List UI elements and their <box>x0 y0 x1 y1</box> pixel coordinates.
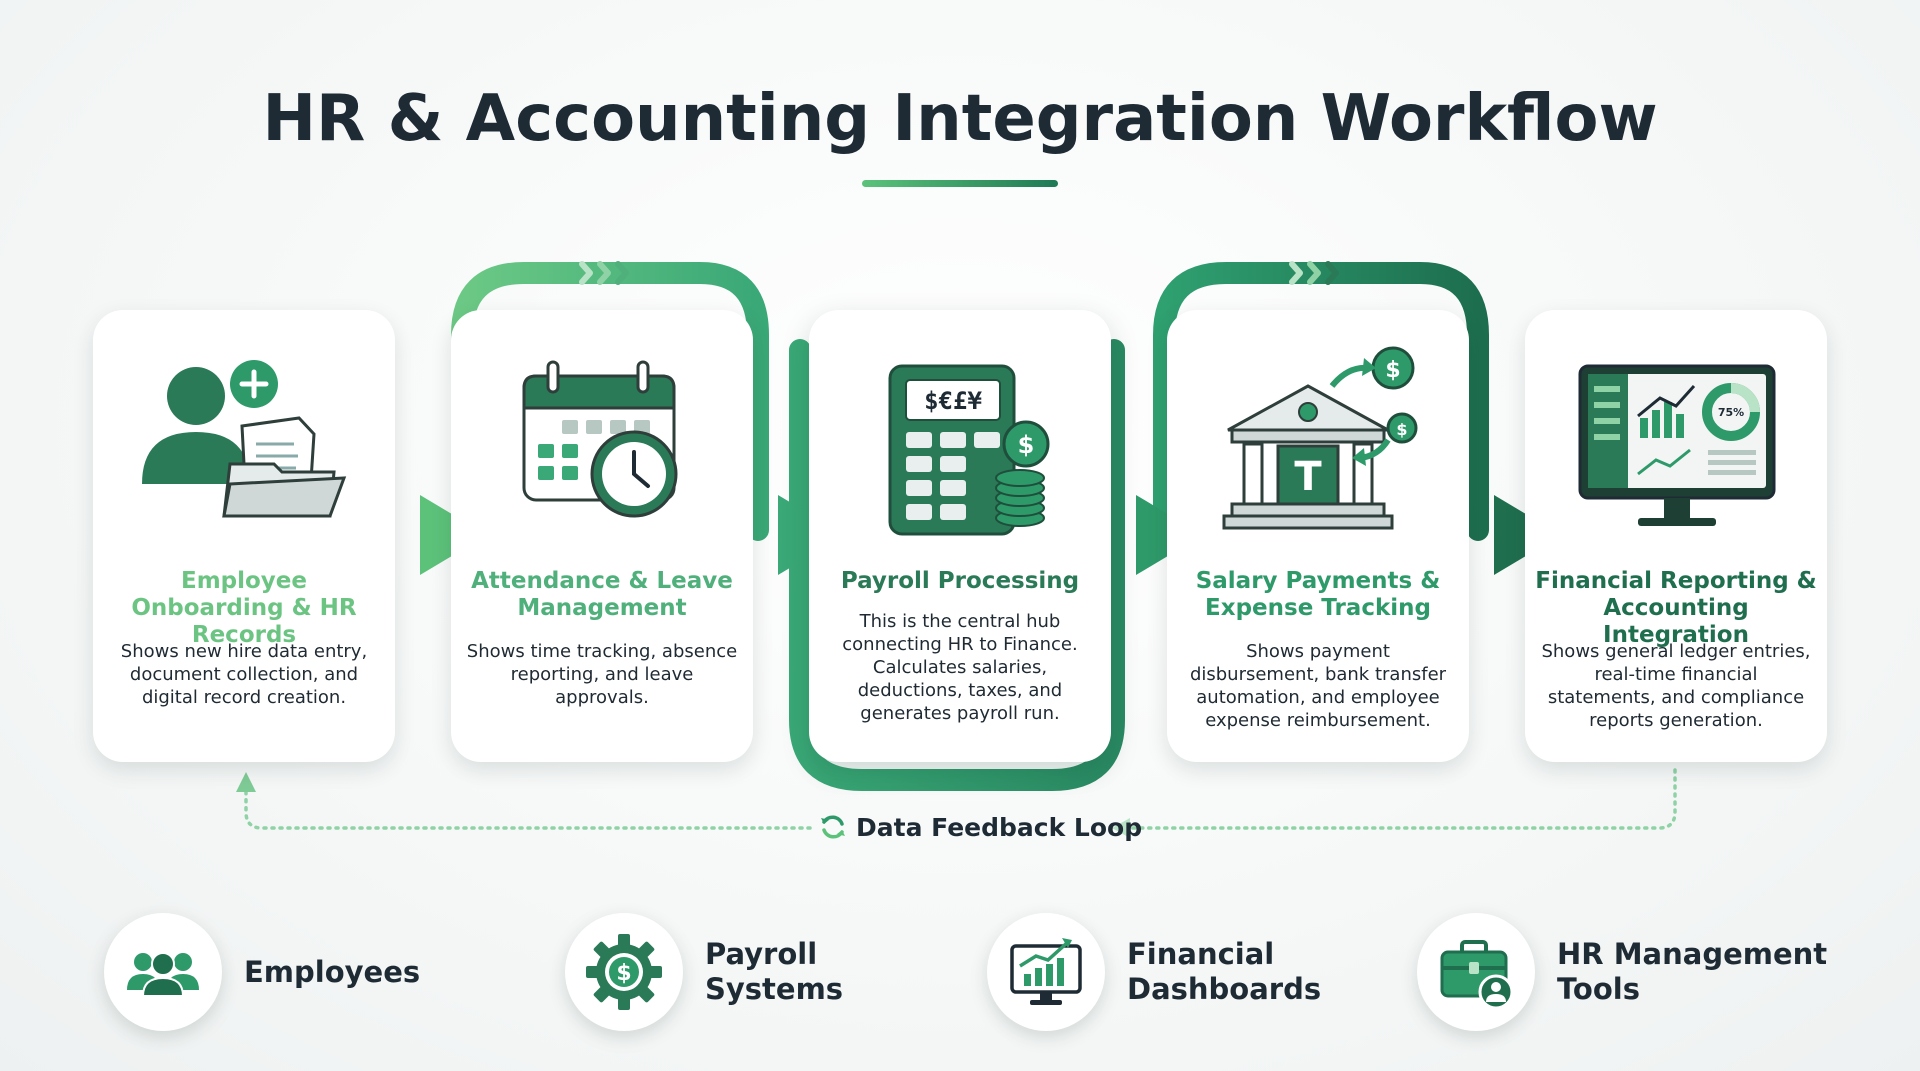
connector-arc-2 <box>451 262 769 551</box>
svg-text:$: $ <box>1018 431 1035 459</box>
svg-text:T: T <box>1294 454 1322 500</box>
chevrons-arc-2 <box>579 261 629 285</box>
financial-dashboard-monitor-icon: 75% <box>1578 364 1776 526</box>
step-description: Shows general ledger entries, real-time … <box>1541 641 1811 731</box>
step-title: Financial Reporting & Accounting Integra… <box>1535 568 1817 648</box>
page-title: HR & Accounting Integration Workflow <box>262 82 1658 156</box>
chevrons-arc-4 <box>1289 261 1339 285</box>
step-card-onboarding: Employee Onboarding & HR Records Shows n… <box>93 310 395 762</box>
payroll-gear-icon: $ <box>586 934 662 1010</box>
step-title: Employee Onboarding & HR Records <box>131 568 357 648</box>
step-description: This is the central hub connecting HR to… <box>842 611 1078 724</box>
feedback-loop-label: Data Feedback Loop <box>818 810 1142 844</box>
calculator-display: $€£¥ <box>924 387 982 415</box>
legend-item-financial-dashboards: Financial Dashboards <box>987 912 1321 1032</box>
feedback-arrowhead-mid <box>1112 818 1130 838</box>
bank-transfer-icon: T $ $ <box>1222 346 1418 530</box>
employees-group-icon <box>127 952 199 997</box>
step-description: Shows time tracking, absence reporting, … <box>466 641 738 708</box>
calendar-clock-icon <box>522 360 678 518</box>
step-description: Shows payment disbursement, bank transfe… <box>1189 641 1447 731</box>
legend-icon-circle <box>987 913 1105 1031</box>
legend-label: Financial Dashboards <box>1127 937 1322 1006</box>
feedback-loop-text: Data Feedback Loop <box>856 812 1143 842</box>
step-card-payroll: $€£¥ $ Payroll Processing This is the ce… <box>809 310 1111 762</box>
refresh-icon <box>821 815 845 839</box>
dashboard-chart-icon <box>1010 938 1082 1005</box>
connector-arc-4 <box>1153 262 1489 551</box>
step-card-financial-reporting: 75% Financial Reporting & Accounting Int… <box>1525 310 1827 762</box>
svg-text:$: $ <box>1385 358 1400 383</box>
legend-item-employees: Employees <box>104 912 420 1032</box>
feedback-line-left <box>244 788 812 830</box>
feedback-arrowhead-left <box>236 772 256 792</box>
step-title: Attendance & Leave Management <box>471 568 733 621</box>
step-title: Payroll Processing <box>840 568 1080 594</box>
step-title: Salary Payments & Expense Tracking <box>1195 568 1441 621</box>
step-description: Shows new hire data entry, document coll… <box>120 641 368 708</box>
add-employee-documents-icon <box>142 360 347 518</box>
legend-icon-circle <box>104 913 222 1031</box>
legend-label: Payroll Systems <box>705 937 844 1006</box>
svg-text:$: $ <box>1396 420 1407 439</box>
legend-label: Employees <box>244 954 421 989</box>
payroll-calculator-icon: $€£¥ $ <box>888 364 1050 536</box>
briefcase-user-icon <box>1440 940 1514 1010</box>
feedback-line-right <box>1118 768 1677 830</box>
legend-icon-circle: $ <box>565 913 683 1031</box>
legend-item-hr-management-tools: HR Management Tools <box>1417 912 1827 1032</box>
legend-label: HR Management Tools <box>1557 937 1828 1006</box>
svg-text:$: $ <box>616 961 631 986</box>
legend-icon-circle <box>1417 913 1535 1031</box>
step-card-attendance: Attendance & Leave Management Shows time… <box>451 310 753 762</box>
step-card-salary-payments: T $ $ Salary Payments & Expense Tracking… <box>1167 310 1469 762</box>
donut-label: 75% <box>1718 406 1744 419</box>
title-underline <box>862 180 1058 187</box>
legend-item-payroll-systems: $ Payroll Systems <box>565 912 843 1032</box>
connector-hub-ring <box>789 339 1125 791</box>
